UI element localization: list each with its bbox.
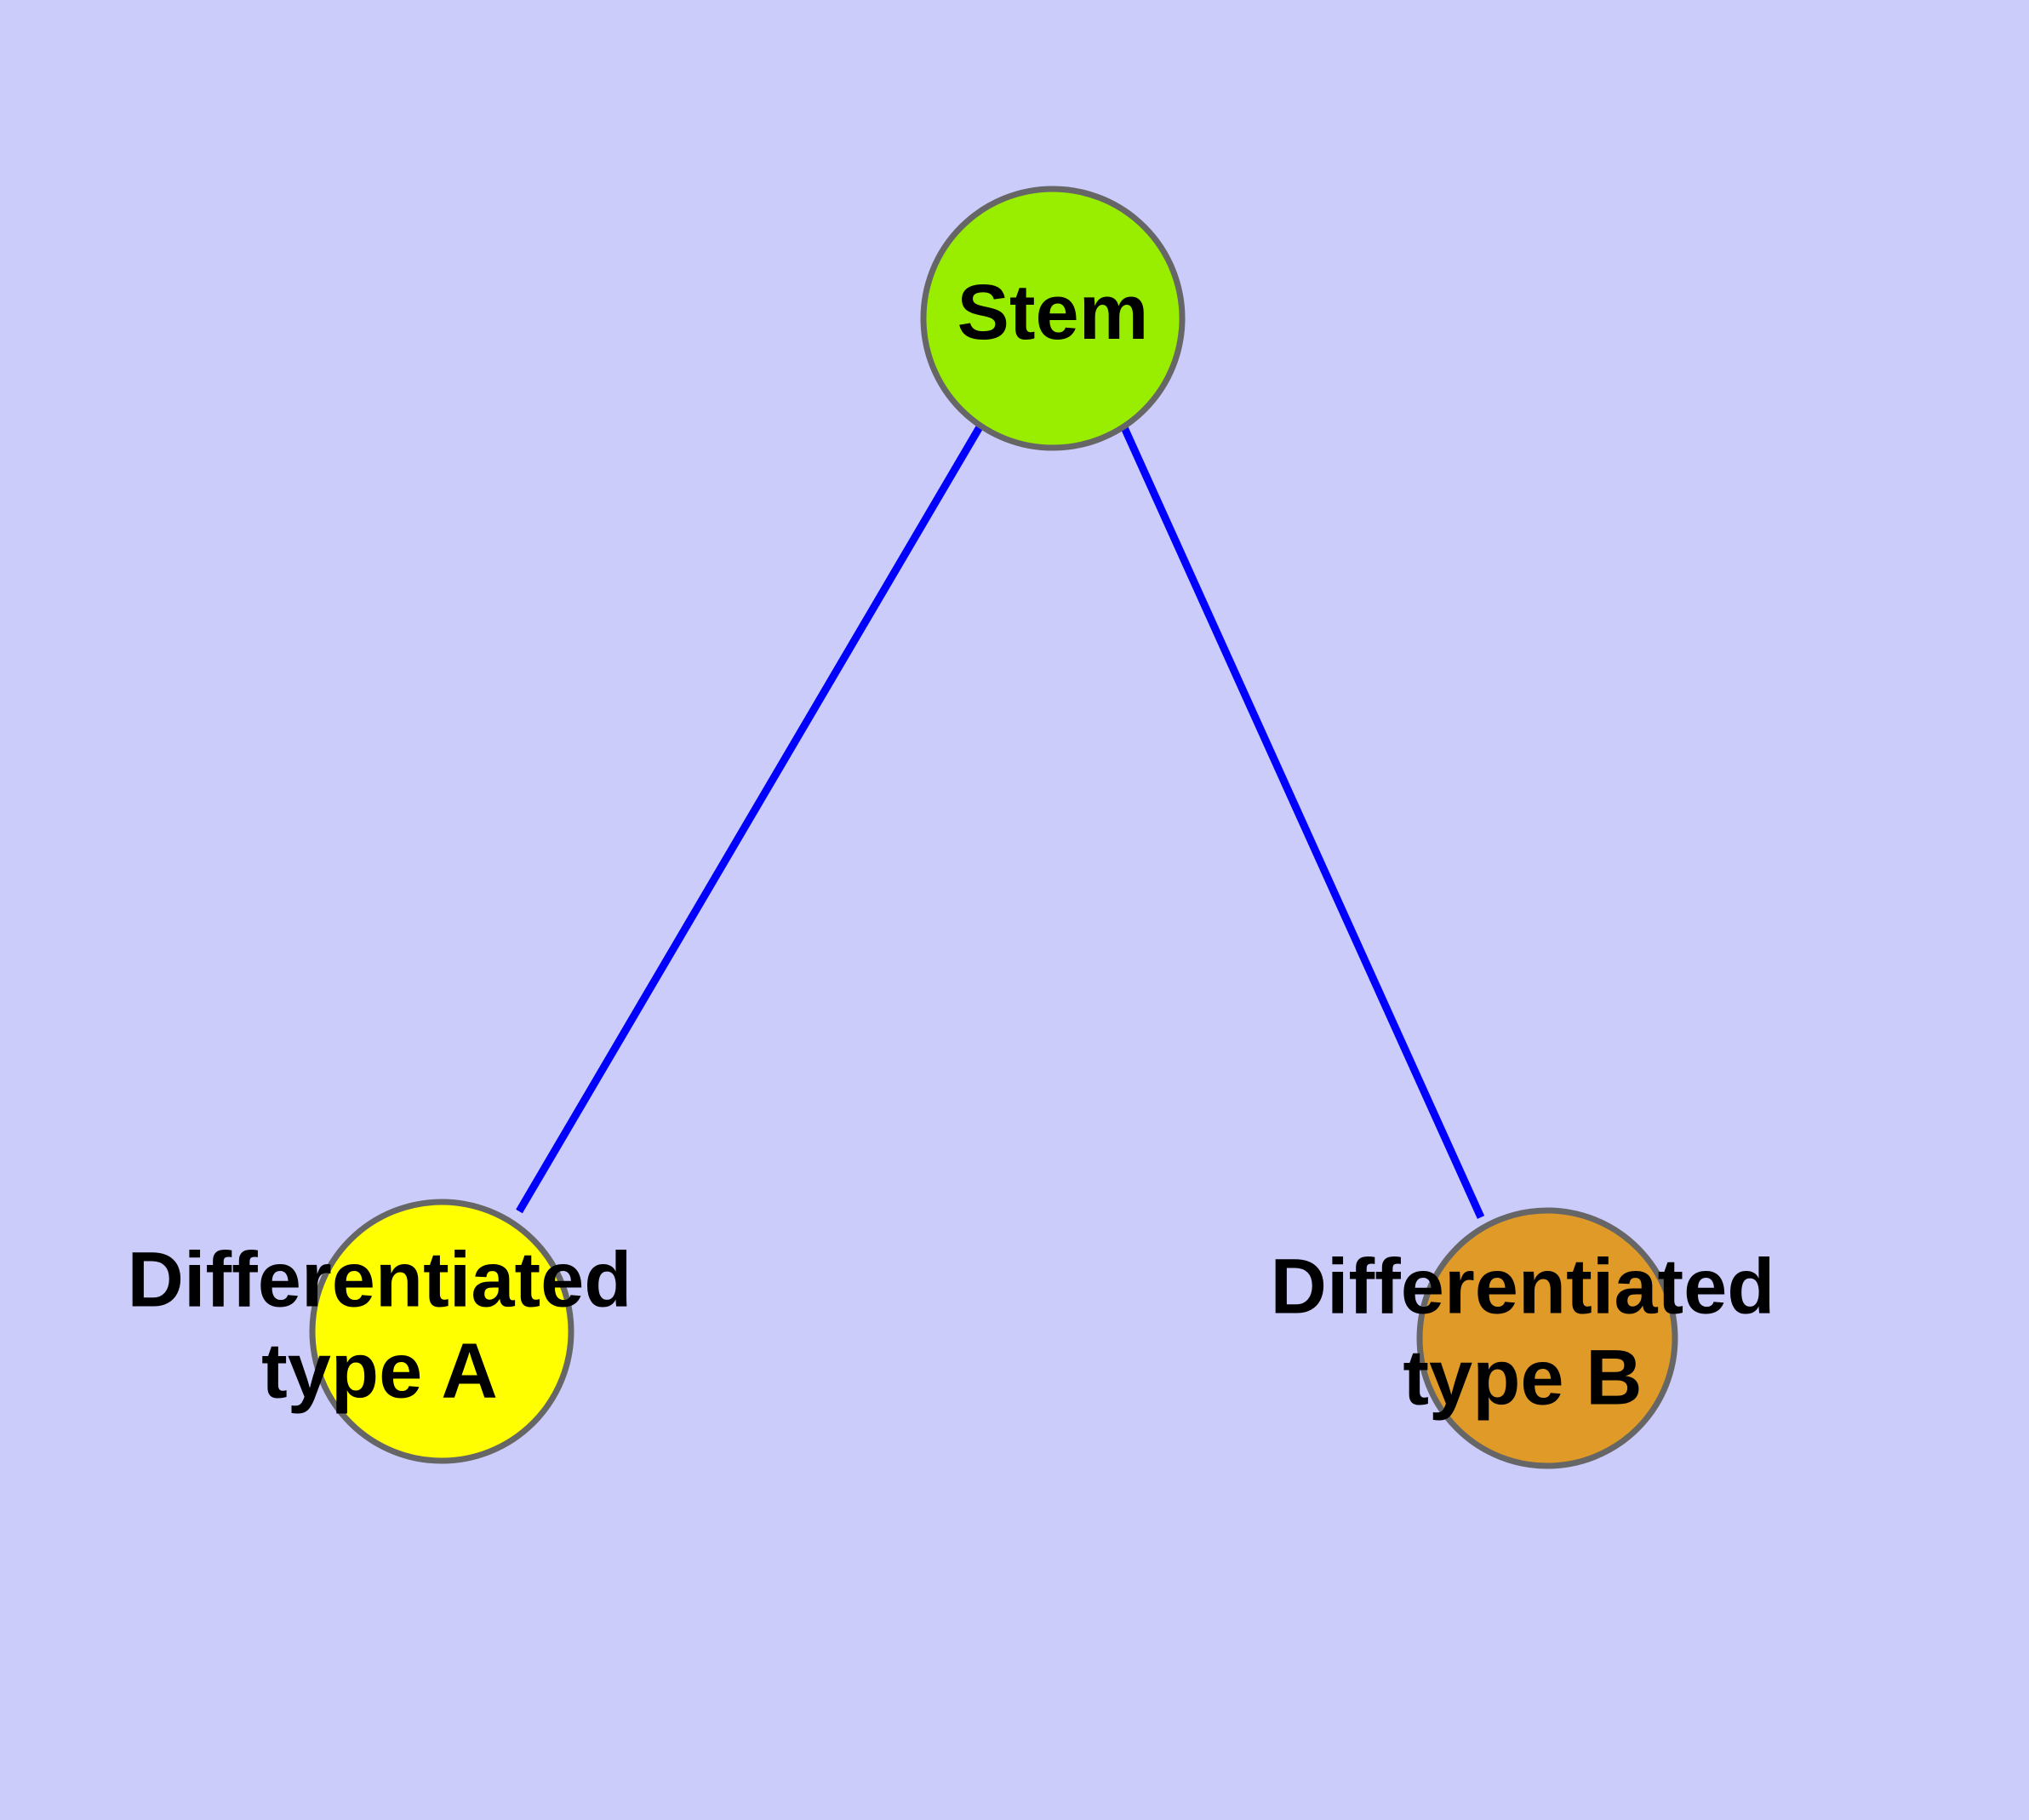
nodes-layer — [309, 186, 1678, 1469]
node-label-line: Differentiated — [1271, 1244, 1775, 1331]
node-label-line: Stem — [957, 269, 1149, 356]
edges-layer — [516, 423, 1485, 1219]
graph-node-stem[interactable] — [920, 186, 1186, 451]
graph-edge-stem-to-a — [516, 423, 984, 1214]
graph-edge-stem-to-b — [1119, 424, 1485, 1219]
node-label-line: type B — [1403, 1335, 1642, 1422]
graph-node-diff_b[interactable] — [1416, 1207, 1678, 1469]
node-label-line: Differentiated — [128, 1237, 632, 1324]
node-label-stem: Stem — [957, 269, 1149, 356]
node-label-line: type A — [261, 1328, 498, 1415]
graph-node-diff_a[interactable] — [309, 1199, 574, 1464]
